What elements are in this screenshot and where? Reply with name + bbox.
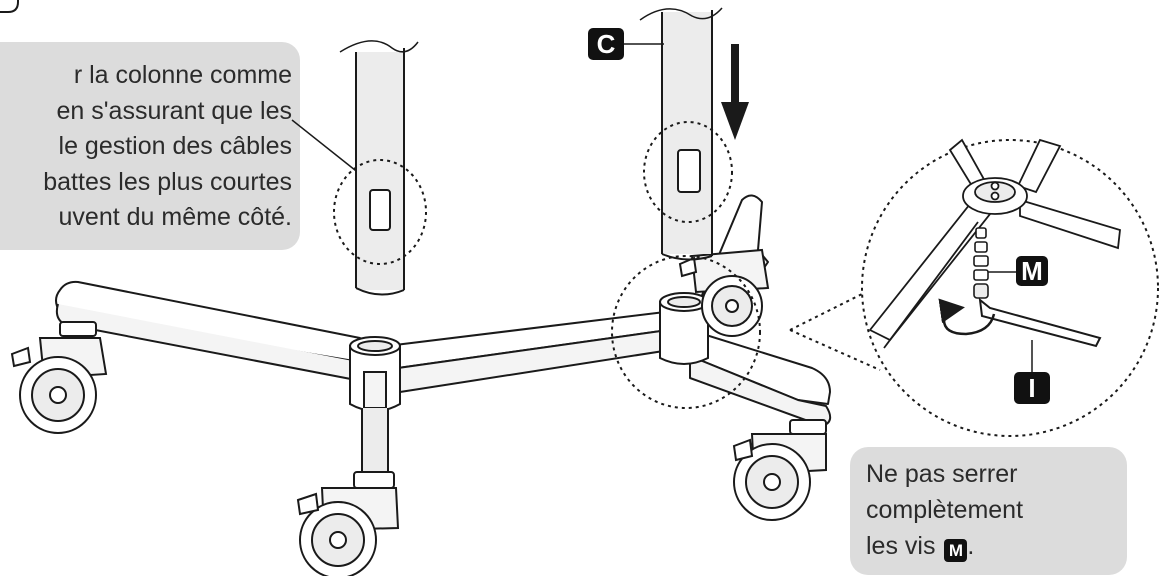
column-instruction-callout [0, 42, 300, 250]
magnified-detail: M I [789, 138, 1159, 437]
hex-key-part-label-text: I [1028, 373, 1035, 403]
instruction-line-2: en s'assurant que les [56, 96, 292, 125]
screw-part-label: M [1016, 256, 1048, 286]
warning-line-2: complètement [866, 496, 1024, 524]
screw-part-label-text: M [1021, 256, 1043, 286]
left-hub [349, 336, 401, 476]
column-window-highlight [333, 159, 427, 265]
hex-key-part-label: I [1014, 372, 1050, 404]
down-arrow-icon [721, 44, 749, 140]
rotate-arrow-icon [938, 298, 996, 336]
warning-line-1: Ne pas serrer [866, 460, 1018, 488]
step-number-badge [0, 0, 19, 13]
warning-line-3: les vis M. [866, 528, 1096, 564]
screw-warning-callout [850, 447, 1127, 575]
column-instruction-text: r la colonne comme en s'assurant que les… [0, 58, 292, 236]
instruction-line-3: le gestion des câbles [58, 132, 292, 160]
hub-highlight [611, 255, 761, 409]
column-part-label-text: C [597, 29, 616, 59]
instruction-line-5: uvent du même côté. [58, 203, 292, 231]
warning-line-3-prefix: les vis [866, 532, 936, 560]
column-part-label: C [588, 28, 624, 60]
column-detail [339, 40, 419, 296]
column-c-window-highlight [643, 121, 733, 223]
screw-m [973, 227, 989, 299]
warning-line-3-suffix: . [967, 532, 975, 560]
caster-wheel-left [10, 321, 108, 434]
hex-key-i [978, 297, 1102, 348]
instruction-line-1: r la colonne comme [73, 61, 292, 89]
screw-inline-badge: M [944, 539, 968, 562]
screw-warning-text: Ne pas serrer complètement les vis M. [866, 456, 1096, 564]
column-c [639, 7, 723, 261]
caster-wheel-front [296, 471, 400, 576]
caster-wheel-right [732, 419, 827, 521]
right-hub [659, 292, 709, 365]
instruction-line-4: battes les plus courtes [43, 167, 292, 196]
callout-leader-line [291, 119, 366, 179]
